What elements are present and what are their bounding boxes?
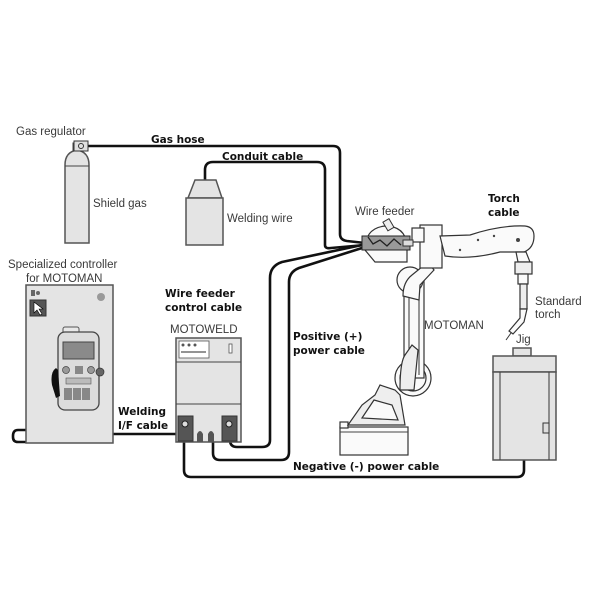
shield-gas-label: Shield gas <box>93 198 147 210</box>
torch-cable-label-line2: cable <box>488 207 520 219</box>
wire-feeder-control-label-line1: Wire feeder <box>165 288 236 300</box>
motoweld-label: MOTOWELD <box>170 324 238 336</box>
gas-hose-label: Gas hose <box>151 134 205 146</box>
shield-gas-cylinder <box>64 142 90 244</box>
gas-regulator-icon <box>73 140 89 152</box>
wire-feeder-label: Wire feeder <box>355 206 415 218</box>
controller-label-line2: for MOTOMAN <box>26 273 102 285</box>
wire-feeder <box>361 217 414 263</box>
wire-feeder-control-cable <box>228 243 364 449</box>
teach-pendant <box>51 326 105 411</box>
motoweld-power-source <box>175 337 242 443</box>
positive-power-label-line2: power cable <box>293 345 365 357</box>
standard-torch-label-line2: torch <box>535 309 561 321</box>
positive-power-label-line1: Positive (+) <box>293 331 362 343</box>
gas-regulator-label: Gas regulator <box>16 126 86 138</box>
negative-power-label: Negative (-) power cable <box>293 461 439 473</box>
welding-wire-label: Welding wire <box>227 213 293 225</box>
motoman-robot <box>339 217 535 456</box>
positive-power-cable <box>211 246 364 462</box>
welding-wire-spool <box>185 179 224 246</box>
gas-hose-cable <box>86 144 367 245</box>
conduit-cable <box>203 160 367 250</box>
motoman-label: MOTOMAN <box>424 320 484 332</box>
torch-cable-label-line1: Torch <box>488 193 520 205</box>
wire-feeder-control-label-line2: control cable <box>165 302 242 314</box>
welding-if-label-line2: I/F cable <box>118 420 168 432</box>
conduit-cable-label: Conduit cable <box>222 151 303 163</box>
welding-if-label-line1: Welding <box>118 406 166 418</box>
controller-label-line1: Specialized controller <box>8 259 117 271</box>
jig <box>492 347 557 461</box>
standard-torch <box>505 283 528 341</box>
standard-torch-label-line1: Standard <box>535 296 582 308</box>
jig-label: Jig <box>516 334 531 346</box>
